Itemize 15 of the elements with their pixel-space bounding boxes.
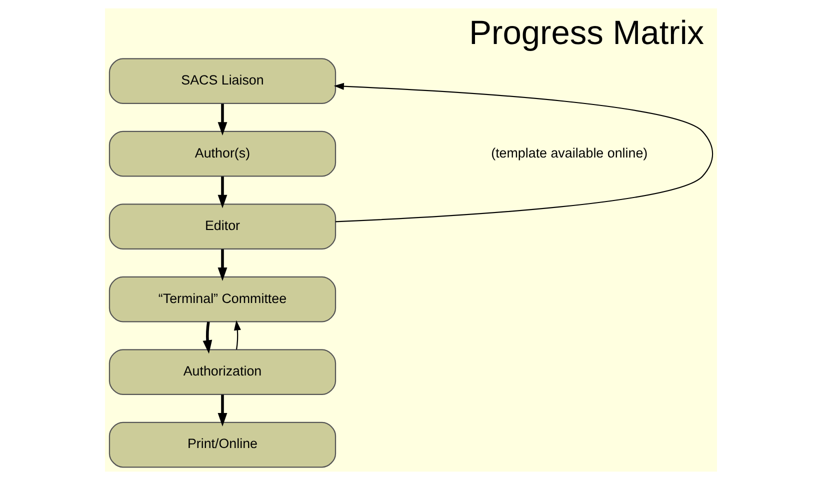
diagram-title: Progress Matrix	[468, 15, 704, 52]
arrow	[202, 322, 212, 354]
node-box: Print/Online	[108, 422, 336, 468]
node-box: Author(s)	[108, 130, 336, 177]
arrow	[333, 82, 713, 222]
arrow	[233, 320, 240, 350]
node-box: Editor	[108, 204, 336, 250]
arrow	[217, 176, 227, 208]
arrow	[217, 104, 227, 136]
node-box: SACS Liaison	[108, 58, 336, 104]
node-box: “Terminal” Committee	[108, 276, 336, 322]
arrow	[217, 394, 227, 426]
node-box: Authorization	[108, 349, 336, 395]
label: (template available online)	[490, 145, 648, 160]
arrow	[217, 249, 227, 281]
